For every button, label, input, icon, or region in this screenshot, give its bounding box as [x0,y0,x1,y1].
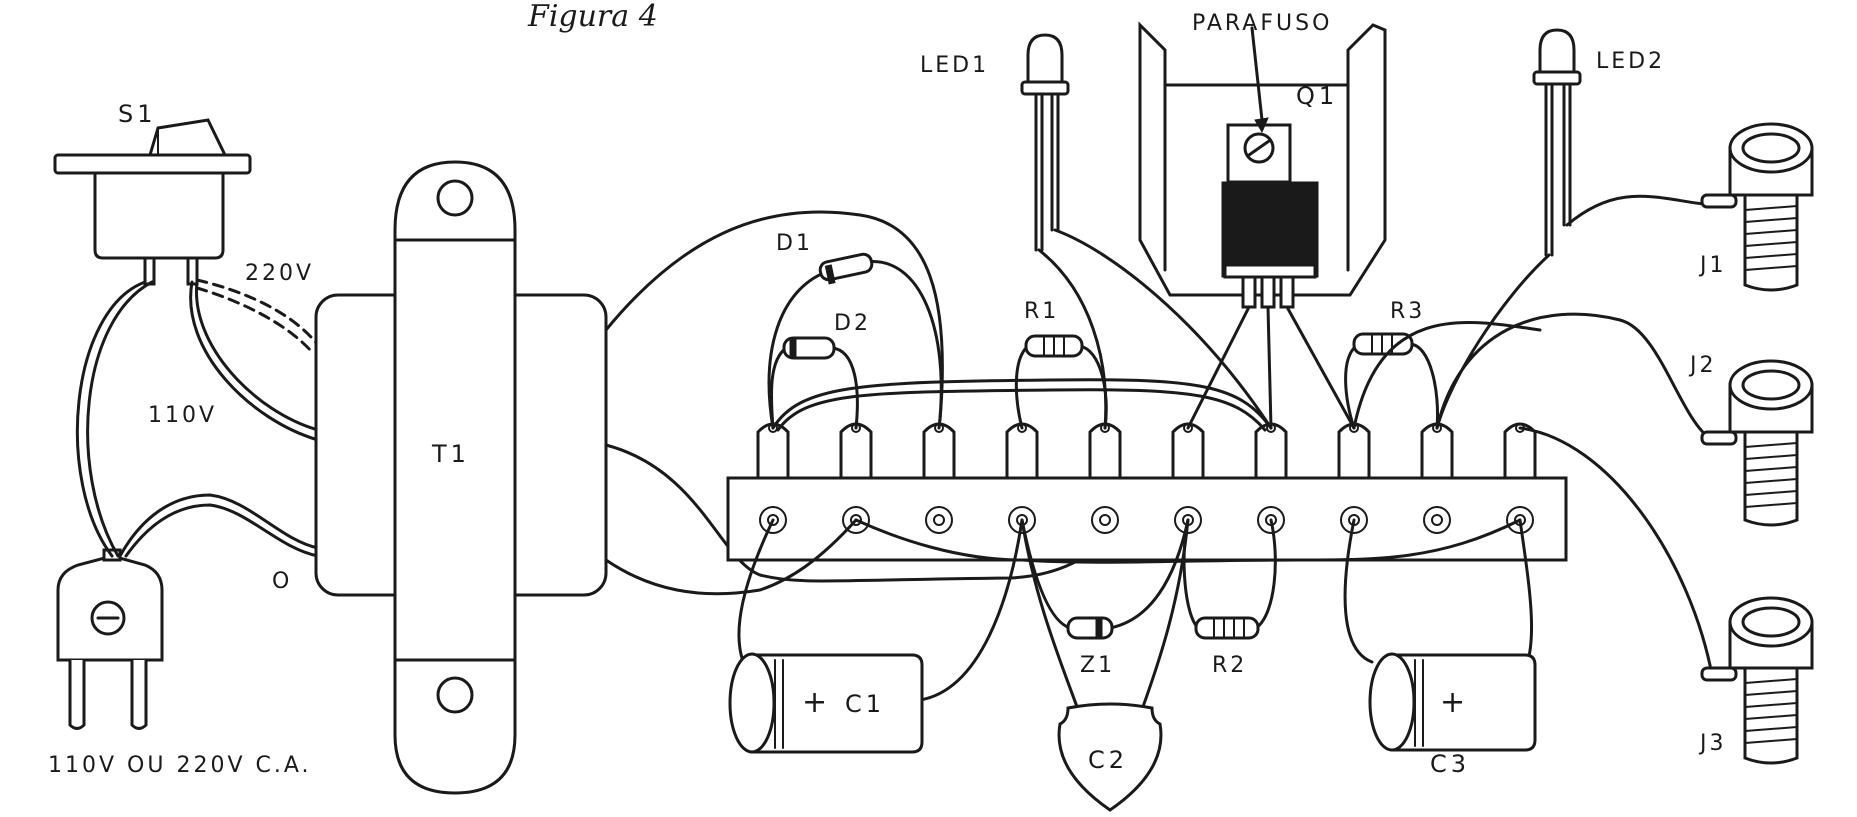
jack-j2 [1700,359,1814,527]
label-d1: D1 [776,231,813,256]
label-r3: R3 [1390,299,1425,324]
top-bus-wiring [771,378,1273,432]
terminal-strip [726,422,1568,562]
capacitor-c1 [728,518,1024,754]
jack-wiring [1352,312,1714,677]
label-parafuso: PARAFUSO [1192,11,1332,36]
label-r2: R2 [1212,653,1247,678]
jack-j1 [1700,122,1814,292]
label-220v: 220V [245,261,314,286]
led2 [1435,28,1714,430]
label-t1: T1 [431,440,470,468]
ground-wire [854,518,1522,564]
label-led1: LED1 [920,53,989,78]
label-j3: J3 [1698,731,1727,756]
label-110v: 110V [148,403,217,428]
label-c1: C1 [845,690,885,718]
resistor-r1 [1014,334,1108,430]
label-s1: S1 [118,100,157,128]
label-plug-voltage: 110V OU 220V C.A. [48,753,312,778]
figure-caption: Figura 4 [527,0,658,34]
transistor-q1 [1186,26,1356,430]
label-j2: J2 [1688,353,1717,378]
label-r1: R1 [1024,299,1059,324]
label-led2: LED2 [1596,49,1665,74]
label-q1: Q1 [1296,82,1338,110]
label-c3: C3 [1430,750,1470,778]
c3-plus-mark: + [1440,685,1465,720]
label-c2: C2 [1088,746,1128,774]
resistor-r2 [1182,518,1277,640]
power-plug [56,548,164,730]
switch-s1 [53,118,252,286]
c1-to-strip-wire [604,518,858,596]
label-z1: Z1 [1080,653,1115,678]
label-zero: O [272,569,292,594]
jack-j3 [1700,596,1814,765]
mains-wiring [75,278,320,558]
c1-plus-mark: + [802,685,827,720]
led1 [1020,33,1273,430]
label-j1: J1 [1698,253,1727,278]
capacitor-c3 [1343,518,1537,752]
diode-d2 [769,336,859,430]
transformer-t1 [314,160,608,795]
diode-d1 [767,252,943,430]
label-d2: D2 [834,311,871,336]
